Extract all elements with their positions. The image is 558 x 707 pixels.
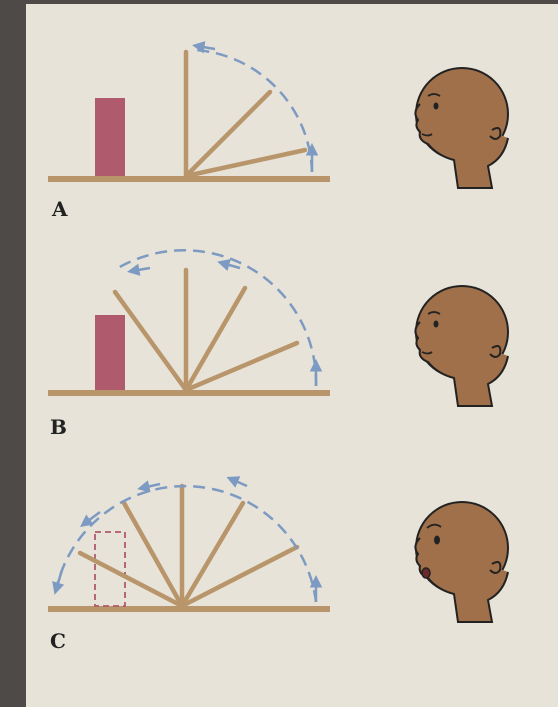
rotating-screen — [186, 52, 305, 176]
box-block — [95, 98, 125, 176]
rotating-screen — [80, 486, 297, 606]
panel-label-c: C — [50, 629, 66, 653]
floor-line — [48, 606, 330, 612]
arrow-head — [142, 484, 160, 488]
infant-head-surprised-icon — [415, 502, 508, 622]
panel-b: B — [48, 250, 508, 439]
arrow-head — [197, 46, 215, 49]
rotation-arrow — [118, 250, 316, 386]
arrow-head — [222, 263, 240, 268]
panel-label-a: A — [51, 197, 68, 221]
panel-label-b: B — [50, 415, 67, 439]
arrow-head — [231, 479, 247, 486]
infant-head-icon — [415, 68, 508, 188]
panel-a: A — [48, 46, 508, 221]
panel-c: C — [48, 479, 508, 653]
infant-head-icon — [415, 286, 508, 406]
rotating-screen — [115, 270, 297, 390]
arrow-head — [56, 570, 62, 590]
box-block — [95, 315, 125, 390]
arrow-head — [132, 268, 150, 271]
